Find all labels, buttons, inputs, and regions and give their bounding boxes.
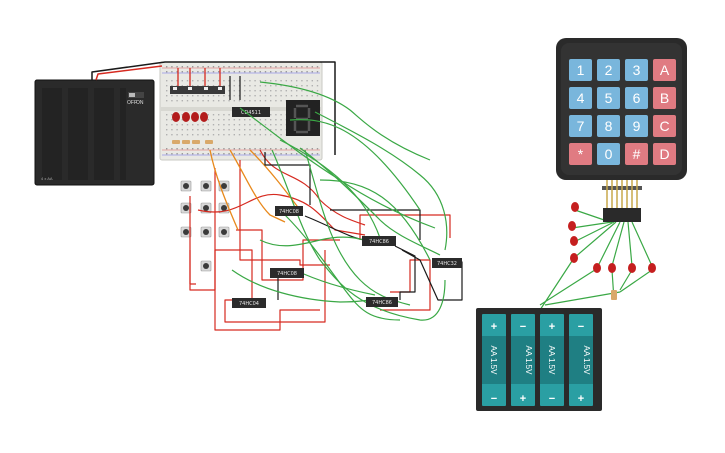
keypad-keys[interactable]: 1 2 3 A 4 5 6 B 7 8 9 C * 0 # D xyxy=(569,59,676,165)
battery-pack-right[interactable]: + − AA 1.5V − + AA 1.5V + − AA 1.5V − + AA 1.5V xyxy=(476,308,602,411)
cell-label: AA 1.5V xyxy=(524,346,533,376)
logic-chip-2: 74HC86 xyxy=(362,236,396,246)
cell-top-terminal: − xyxy=(520,321,526,333)
svg-text:74HC08: 74HC08 xyxy=(277,271,297,277)
key-label: 4 xyxy=(577,90,585,106)
key-9[interactable]: 9 xyxy=(625,115,648,137)
key-D[interactable]: D xyxy=(653,143,676,165)
cell-top-terminal: + xyxy=(549,321,555,333)
wires xyxy=(91,61,653,331)
logic-chip-5: 74HC86 xyxy=(366,297,398,307)
battery-cell-1: + − AA 1.5V xyxy=(482,314,506,406)
chip-decoder[interactable]: CD4511 xyxy=(232,107,270,117)
pushbutton-7[interactable] xyxy=(180,226,192,238)
pushbutton-1[interactable] xyxy=(180,180,192,192)
battery-cells: + − AA 1.5V − + AA 1.5V + − AA 1.5V − + AA 1.5V xyxy=(482,314,593,406)
key-label: 0 xyxy=(605,146,613,162)
pushbutton-8[interactable] xyxy=(200,226,212,238)
key-label: 8 xyxy=(605,118,613,134)
key-#[interactable]: # xyxy=(625,143,648,165)
battery-cell-4: − + AA 1.5V xyxy=(569,314,593,406)
key-label: 1 xyxy=(577,62,585,78)
key-label: 2 xyxy=(605,62,613,78)
keypad-connector xyxy=(606,180,638,212)
pushbutton-2[interactable] xyxy=(200,180,212,192)
svg-text:74HC86: 74HC86 xyxy=(372,300,392,306)
key-2[interactable]: 2 xyxy=(597,59,620,81)
key-label: 6 xyxy=(633,90,641,106)
cell-label: AA 1.5V xyxy=(582,346,591,376)
key-4[interactable]: 4 xyxy=(569,87,592,109)
battery-cell-2: − + AA 1.5V xyxy=(511,314,535,406)
key-label: A xyxy=(660,62,670,78)
chip-decoder-label: CD4511 xyxy=(241,110,261,116)
key-label: 5 xyxy=(605,90,613,106)
switch-off-label: OFF xyxy=(127,100,137,106)
key-label: 3 xyxy=(633,62,641,78)
power-switch[interactable] xyxy=(128,92,144,98)
battery-pack-left[interactable]: OFF ON 4 x AA xyxy=(34,79,155,186)
key-1[interactable]: 1 xyxy=(569,59,592,81)
cell-bottom-terminal: + xyxy=(520,393,526,405)
svg-text:74HC86: 74HC86 xyxy=(369,239,389,245)
key-label: 7 xyxy=(577,118,585,134)
key-B[interactable]: B xyxy=(653,87,676,109)
key-8[interactable]: 8 xyxy=(597,115,620,137)
key-label: # xyxy=(633,146,641,162)
cell-top-terminal: + xyxy=(491,321,497,333)
key-A[interactable]: A xyxy=(653,59,676,81)
keypad[interactable]: 1 2 3 A 4 5 6 B 7 8 9 C * 0 # D xyxy=(556,38,687,222)
svg-text:74HC32: 74HC32 xyxy=(437,261,457,267)
pushbutton-9[interactable] xyxy=(218,226,230,238)
key-C[interactable]: C xyxy=(653,115,676,137)
key-label: * xyxy=(578,146,584,162)
cell-bottom-terminal: − xyxy=(549,393,555,405)
breadboard-leds xyxy=(172,112,208,122)
battery-pack-label: 4 x AA xyxy=(41,176,53,181)
key-7[interactable]: 7 xyxy=(569,115,592,137)
logic-chip-1: 74HC08 xyxy=(275,206,303,216)
breadboard-resistors xyxy=(172,140,213,144)
dip-switches[interactable] xyxy=(170,86,225,94)
keypad-leds xyxy=(568,202,656,300)
pushbutton-grid[interactable] xyxy=(180,180,230,272)
key-6[interactable]: 6 xyxy=(625,87,648,109)
logic-chip-6: 74HC04 xyxy=(232,298,266,308)
svg-text:74HC04: 74HC04 xyxy=(239,301,259,307)
key-label: C xyxy=(659,118,669,134)
cell-bottom-terminal: + xyxy=(578,393,584,405)
key-3[interactable]: 3 xyxy=(625,59,648,81)
cell-label: AA 1.5V xyxy=(489,346,498,376)
key-5[interactable]: 5 xyxy=(597,87,620,109)
seven-segment-display xyxy=(286,100,320,136)
pushbutton-6[interactable] xyxy=(218,202,230,214)
cell-label: AA 1.5V xyxy=(547,346,556,376)
switch-on-label: ON xyxy=(136,100,144,106)
logic-chip-3: 74HC32 xyxy=(432,258,462,268)
pushbutton-4[interactable] xyxy=(180,202,192,214)
key-label: D xyxy=(659,146,669,162)
key-label: 9 xyxy=(633,118,641,134)
cell-top-terminal: − xyxy=(578,321,584,333)
battery-cell-3: + − AA 1.5V xyxy=(540,314,564,406)
pushbutton-5[interactable] xyxy=(200,202,212,214)
svg-text:74HC08: 74HC08 xyxy=(279,209,299,215)
key-label: B xyxy=(660,90,669,106)
logic-chips[interactable]: 74HC08 74HC86 74HC32 74HC08 74HC86 74HC0… xyxy=(232,206,462,308)
logic-chip-4: 74HC08 xyxy=(270,268,304,278)
key-0[interactable]: 0 xyxy=(597,143,620,165)
cell-bottom-terminal: − xyxy=(491,393,497,405)
pushbutton-10[interactable] xyxy=(200,260,212,272)
key-*[interactable]: * xyxy=(569,143,592,165)
